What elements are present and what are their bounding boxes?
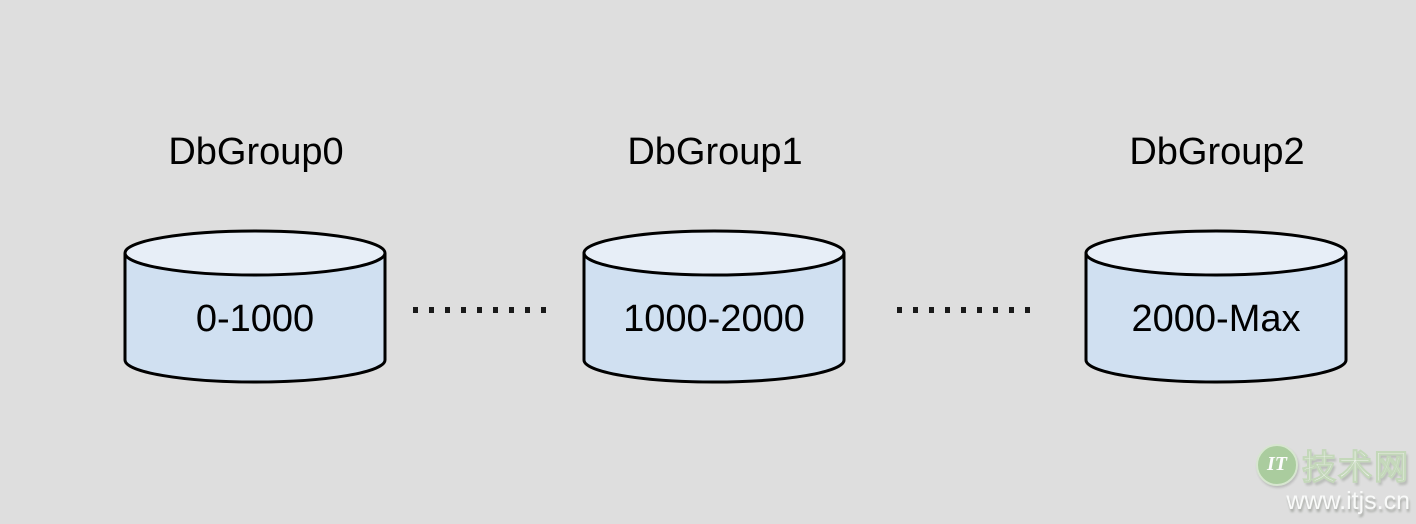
db-range-label: 1000-2000	[623, 298, 805, 340]
connector-dots	[413, 307, 547, 313]
db-range-label: 0-1000	[195, 298, 315, 340]
itjs-logo-icon: IT	[1256, 443, 1298, 486]
db-group-0: DbGroup0 0-1000	[122, 128, 390, 386]
watermark-site-name: 技术网	[1302, 449, 1410, 488]
db-group-title: DbGroup2	[1129, 131, 1305, 173]
database-cylinder-icon	[123, 229, 387, 384]
db-group-2: DbGroup2 2000-Max	[1083, 128, 1351, 386]
db-cylinder: 2000-Max	[1083, 228, 1349, 386]
database-cylinder-icon	[1084, 229, 1348, 384]
db-group-1: DbGroup1 1000-2000	[581, 128, 849, 386]
db-cylinder: 0-1000	[122, 228, 388, 386]
watermark: IT 技术网 www.itjs.cn	[1256, 440, 1410, 516]
db-range-label: 2000-Max	[1131, 298, 1301, 340]
db-group-title: DbGroup0	[168, 131, 344, 173]
db-group-title: DbGroup1	[627, 131, 803, 173]
watermark-site-url: www.itjs.cn	[1286, 487, 1410, 515]
db-cylinder: 1000-2000	[581, 228, 847, 386]
connector-dots	[897, 307, 1031, 313]
watermark-row: IT 技术网	[1256, 440, 1410, 489]
database-cylinder-icon	[582, 229, 846, 384]
